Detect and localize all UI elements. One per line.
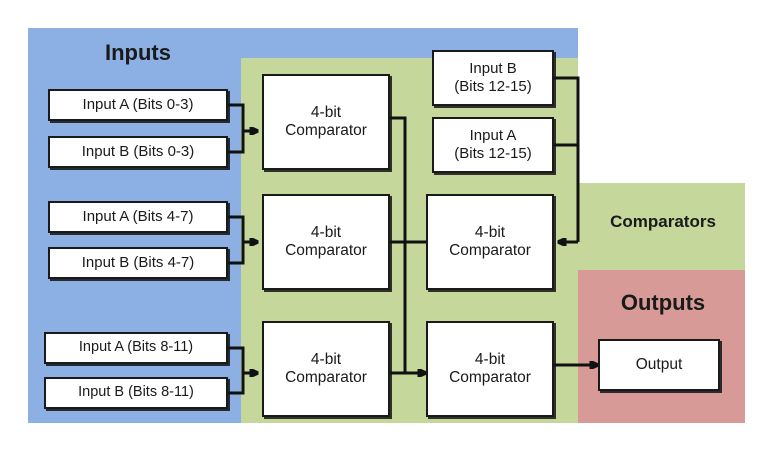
input-box-label-line2: (Bits 12-15) <box>454 145 532 162</box>
input-box-label-line2: (Bits 12-15) <box>454 78 532 95</box>
input-box-b-bits-8-11[interactable]: Input B (Bits 8-11) <box>44 377 228 409</box>
comparator-label-line1: 4-bit <box>474 350 506 368</box>
comparator-label-line1: 4-bit <box>310 103 342 121</box>
comparator-label-line1: 4-bit <box>310 350 342 368</box>
input-box-b-bits-4-7[interactable]: Input B (Bits 4-7) <box>48 247 228 279</box>
zone-comparators-background-right <box>578 183 745 270</box>
comparator-block-2[interactable]: 4-bit Comparator <box>262 194 390 290</box>
input-box-a-bits-4-7[interactable]: Input A (Bits 4-7) <box>48 201 228 233</box>
comparator-label-line2: Comparator <box>285 369 367 386</box>
input-box-label: Input A (Bits 4-7) <box>82 208 194 226</box>
input-box-b-bits-12-15[interactable]: Input B (Bits 12-15) <box>432 50 554 106</box>
zone-title-outputs: Outputs <box>620 290 706 315</box>
comparator-label-line2: Comparator <box>449 369 531 386</box>
comparator-block-5[interactable]: 4-bit Comparator <box>426 321 554 417</box>
comparator-block-4[interactable]: 4-bit Comparator <box>426 194 554 290</box>
zone-inputs-background-mid <box>241 28 420 58</box>
input-box-label: Input B (Bits 4-7) <box>81 254 195 272</box>
comparator-block-3[interactable]: 4-bit Comparator <box>262 321 390 417</box>
input-box-label: Input A (Bits 0-3) <box>82 96 194 114</box>
input-box-a-bits-0-3[interactable]: Input A (Bits 0-3) <box>48 89 228 121</box>
comparator-block-1[interactable]: 4-bit Comparator <box>262 74 390 170</box>
comparator-label-line1: 4-bit <box>310 223 342 241</box>
input-box-label-line1: Input A <box>469 127 517 145</box>
input-box-a-bits-12-15[interactable]: Input A (Bits 12-15) <box>432 117 554 173</box>
zone-title-comparators: Comparators <box>610 212 716 231</box>
input-box-b-bits-0-3[interactable]: Input B (Bits 0-3) <box>48 136 228 168</box>
input-box-label-line1: Input B <box>469 60 517 78</box>
input-box-label: Input B (Bits 8-11) <box>78 384 194 401</box>
input-box-a-bits-8-11[interactable]: Input A (Bits 8-11) <box>44 332 228 364</box>
zone-title-inputs: Inputs <box>105 40 171 65</box>
comparator-label-line1: 4-bit <box>474 223 506 241</box>
comparator-label-line2: Comparator <box>285 122 367 139</box>
comparator-label-line2: Comparator <box>449 242 531 259</box>
input-box-label: Input A (Bits 8-11) <box>78 339 194 356</box>
comparator-label-line2: Comparator <box>285 242 367 259</box>
output-box[interactable]: Output <box>598 339 720 391</box>
input-box-label: Input B (Bits 0-3) <box>81 143 195 161</box>
output-box-label: Output <box>635 355 683 373</box>
